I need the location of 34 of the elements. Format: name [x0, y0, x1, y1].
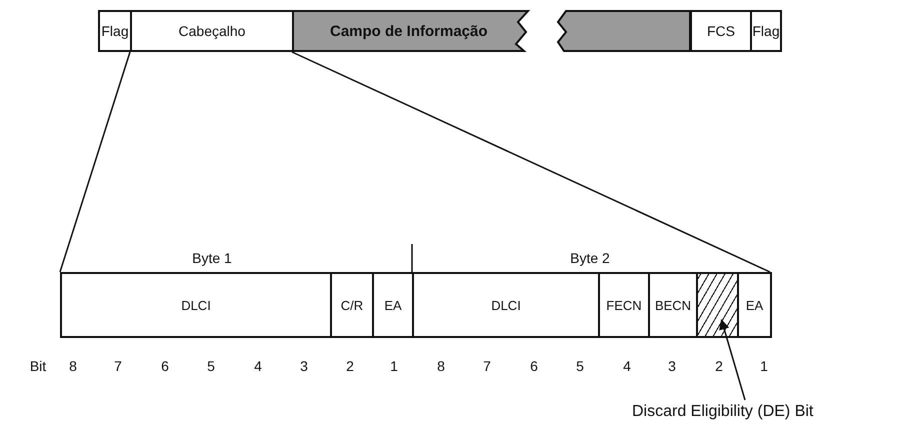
bit-number: 1: [390, 358, 398, 374]
bit-number: 5: [576, 358, 584, 374]
congestion-field: BECN: [648, 272, 698, 338]
flag-field: Flag: [750, 10, 782, 52]
bit-number: 3: [300, 358, 308, 374]
address-field: DLCI: [412, 272, 600, 338]
bit-number: 7: [114, 358, 122, 374]
hatched-field: [696, 272, 739, 338]
bit-number: 2: [715, 358, 723, 374]
bit-number: 7: [483, 358, 491, 374]
bit-number: 6: [530, 358, 538, 374]
annotation-text: Discard Eligibility (DE) Bit: [632, 398, 902, 426]
command-response-field: C/R: [330, 272, 374, 338]
congestion-field: FECN: [598, 272, 650, 338]
bit-number: 6: [161, 358, 169, 374]
bit-number: 1: [760, 358, 768, 374]
byte-label: Byte 2: [570, 250, 610, 266]
bit-number: 3: [668, 358, 676, 374]
bit-number: 4: [254, 358, 262, 374]
checksum-field: FCS: [690, 10, 752, 52]
extension-field: EA: [737, 272, 772, 338]
bit-number: 2: [346, 358, 354, 374]
extension-field: EA: [372, 272, 414, 338]
bit-number: 8: [437, 358, 445, 374]
bit-number: 4: [623, 358, 631, 374]
address-field: DLCI: [60, 272, 332, 338]
flag-field: Flag: [98, 10, 132, 52]
bit-number: 8: [69, 358, 77, 374]
byte-label: Byte 1: [192, 250, 232, 266]
leader-line: [719, 319, 746, 400]
header-field: Cabeçalho: [130, 10, 294, 52]
information-field: Campo de Informação: [292, 10, 692, 52]
bit-axis-label: Bit: [30, 358, 46, 374]
bit-number: 5: [207, 358, 215, 374]
